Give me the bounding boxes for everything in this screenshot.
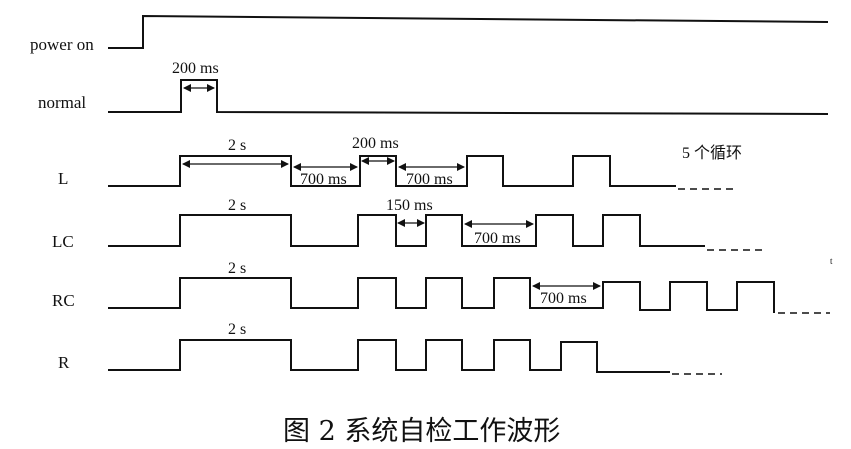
- waveform-rc: [108, 277, 775, 313]
- figure-caption: 图 2 系统自检工作波形: [283, 416, 560, 447]
- annotation-l-gap1: 700 ms: [300, 171, 347, 188]
- annotation-lc-gap2: 700 ms: [474, 230, 521, 247]
- annotation-lc-gap: 150 ms: [386, 197, 433, 214]
- signal-label-power-on: power on: [30, 35, 94, 54]
- waveform-power-on: [108, 14, 829, 49]
- waveform-lc: [108, 214, 705, 247]
- annotation-rc-gap: 700 ms: [540, 290, 587, 307]
- annotation-r-high: 2 s: [228, 321, 246, 338]
- annotation-normal-pulse: 200 ms: [172, 60, 219, 77]
- annotation-lc-high: 2 s: [228, 197, 246, 214]
- waveform-normal: [108, 79, 829, 115]
- signal-label-normal: normal: [38, 93, 86, 112]
- annotation-l-gap2: 700 ms: [406, 171, 453, 188]
- signal-label-l: L: [58, 169, 68, 188]
- waveform-l: [108, 155, 676, 187]
- signal-label-lc: LC: [52, 232, 74, 251]
- signal-label-r: R: [58, 353, 70, 372]
- waveform-r: [108, 339, 670, 373]
- annotation-l-pulse: 200 ms: [352, 135, 399, 152]
- signal-label-rc: RC: [52, 291, 75, 310]
- annotation-l-cycles: 5 个循环: [682, 144, 742, 162]
- stray-mark: t: [830, 256, 833, 266]
- annotation-rc-high: 2 s: [228, 260, 246, 277]
- annotation-l-high: 2 s: [228, 137, 246, 154]
